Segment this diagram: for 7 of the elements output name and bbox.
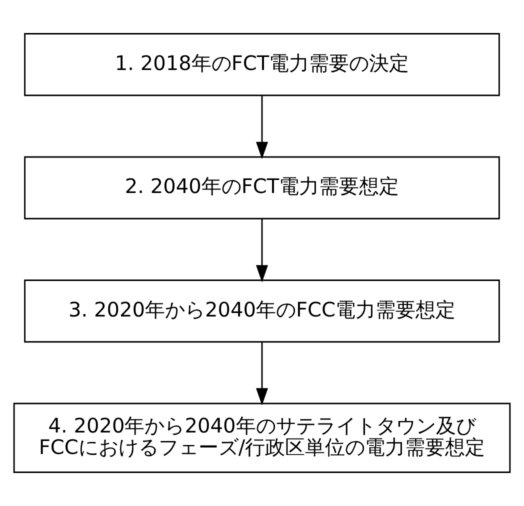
arrow [256, 218, 268, 282]
node-box: 2. 2040年のFCT電力需要想定 [24, 156, 500, 220]
node-box: 4. 2020年から2040年のサテライトタウン及びFCCにおけるフェーズ/行政区単位の電力需要想定 [13, 402, 511, 473]
node-box: 3. 2020年から2040年のFCC電力需要想定 [24, 280, 500, 343]
node-box: 1. 2018年のFCT電力需要の決定 [24, 33, 500, 96]
arrow [256, 342, 268, 406]
arrow [256, 96, 268, 160]
